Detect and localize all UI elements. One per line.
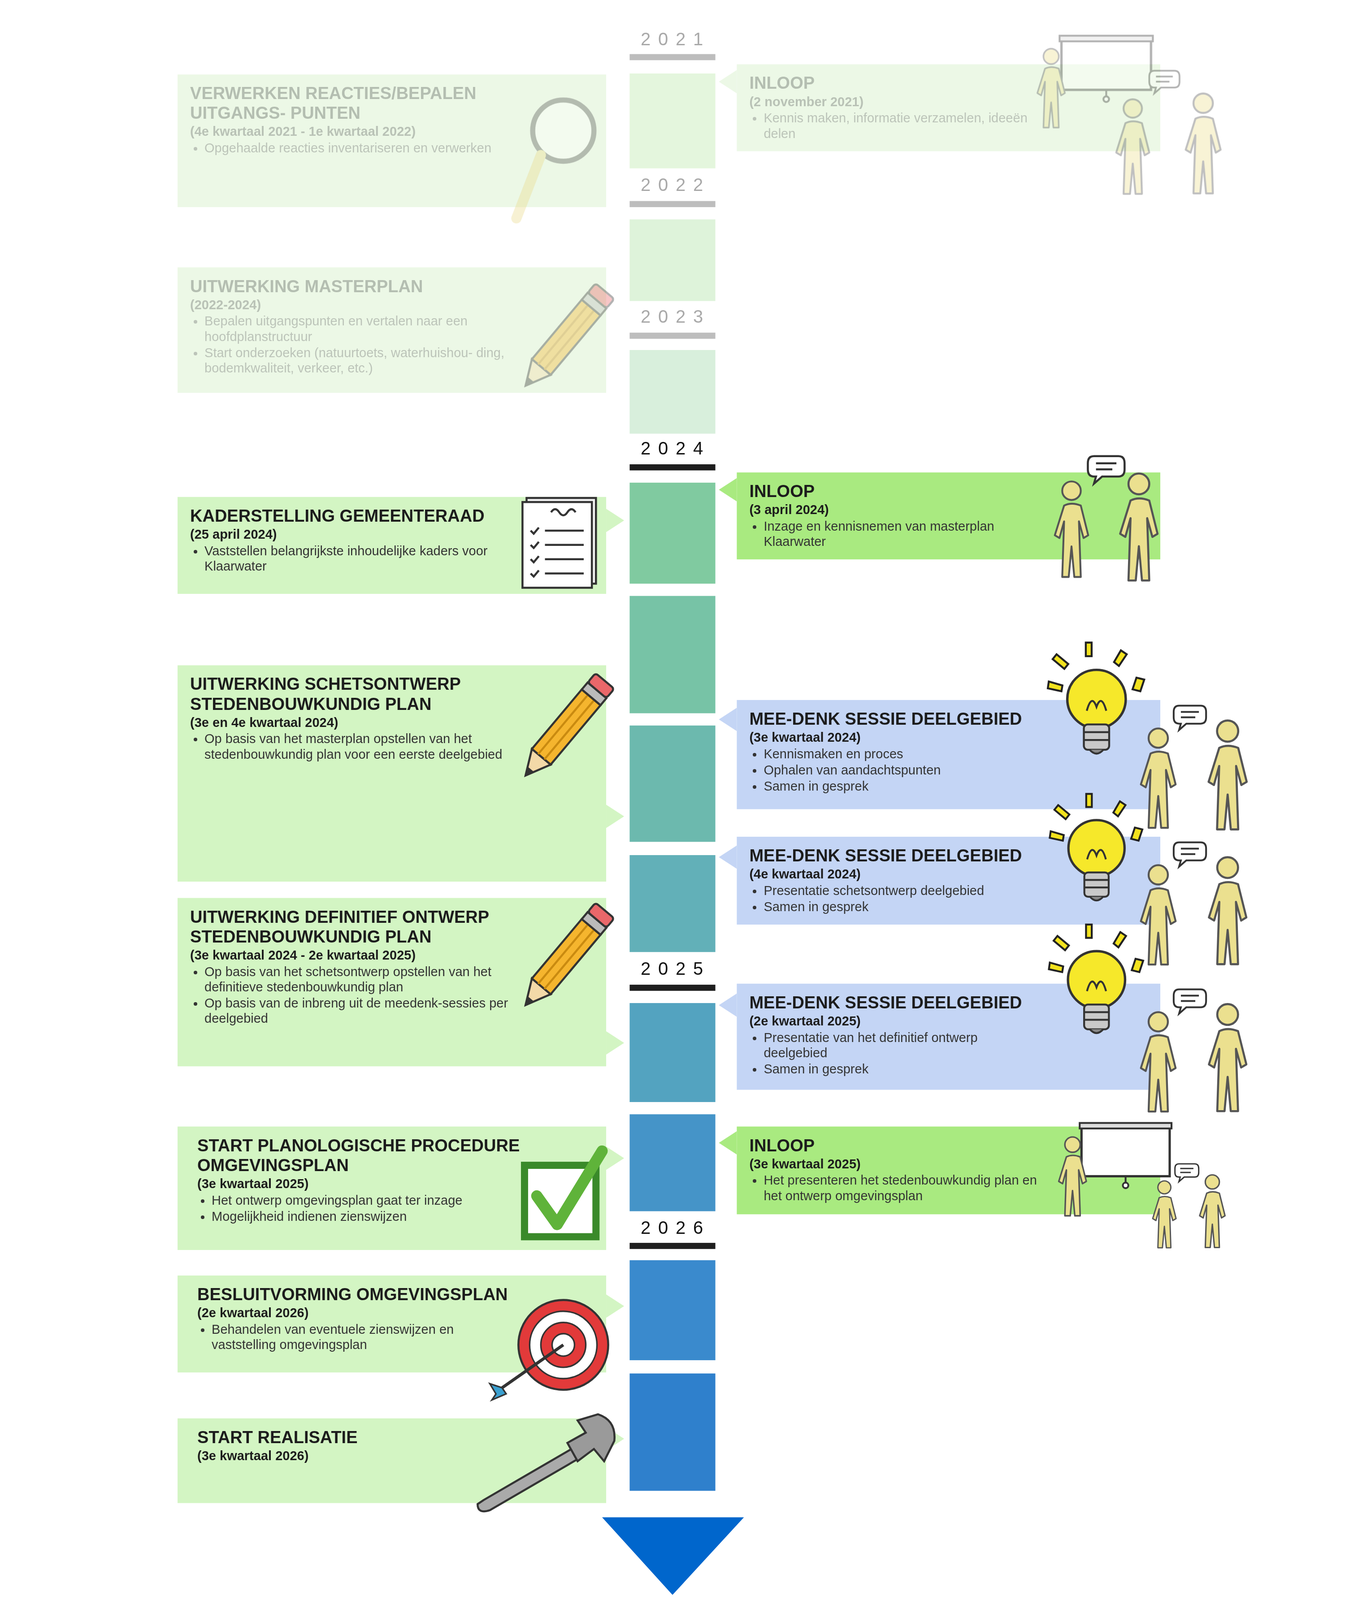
bullet-text: Ophalen van aandachtspunten xyxy=(749,762,1042,778)
box-tab xyxy=(718,846,737,870)
bullet-text: Start onderzoeken (natuurtoets, waterhui… xyxy=(190,345,511,376)
date: (3e kwartaal 2026) xyxy=(197,1448,504,1465)
bullet-text: Mogelijkheid indienen zienswijzen xyxy=(197,1209,518,1225)
heading: VERWERKEN REACTIES/BEPALEN UITGANGS- PUN… xyxy=(190,83,517,123)
box-tab xyxy=(718,993,737,1018)
heading: BESLUITVORMING OMGEVINGSPLAN xyxy=(197,1284,570,1305)
checkbox-icon xyxy=(524,1151,603,1237)
year-label: 2023 xyxy=(634,306,711,327)
date: (25 april 2024) xyxy=(190,526,515,543)
date: (2 november 2021) xyxy=(749,94,1017,110)
timeline xyxy=(602,54,744,1596)
idea-icons xyxy=(1047,642,1247,1112)
timeline-box: MEE-DENK SESSIE DEELGEBIED(3e kwartaal 2… xyxy=(736,700,1161,810)
bullet-text: Vaststellen belangrijkste inhoudelijke k… xyxy=(190,543,530,574)
bullet-text: Op basis van de inbreng uit de meedenk-s… xyxy=(190,995,530,1027)
box-tab xyxy=(606,804,625,829)
heading: INLOOP xyxy=(749,481,1046,502)
date: (3e en 4e kwartaal 2024) xyxy=(190,715,507,731)
date: (3e kwartaal 2024 - 2e kwartaal 2025) xyxy=(190,947,515,964)
wrench-icon xyxy=(477,1414,615,1513)
people-icon xyxy=(1054,456,1158,582)
timeline-box: MEE-DENK SESSIE DEELGEBIED(2e kwartaal 2… xyxy=(736,984,1161,1091)
heading: UITWERKING SCHETSONTWERP STEDENBOUWKUNDI… xyxy=(190,674,563,714)
box-fill xyxy=(177,665,607,882)
heading: MEE-DENK SESSIE DEELGEBIED xyxy=(749,846,1046,866)
bullet-text: Kennis maken, informatie verzamelen, ide… xyxy=(749,110,1031,141)
pencil-icons xyxy=(516,673,615,1014)
box-fill xyxy=(177,1418,607,1504)
timeline-box: UITWERKING SCHETSONTWERP STEDENBOUWKUNDI… xyxy=(177,665,607,882)
heading: INLOOP xyxy=(749,73,1035,93)
timeline-box: INLOOP(3 april 2024)Inzage en kennisneme… xyxy=(736,472,1161,560)
bullet-text: Presentatie van het definitief ontwerp d… xyxy=(749,1030,1042,1061)
heading: MEE-DENK SESSIE DEELGEBIED xyxy=(749,709,1046,729)
date: (2e kwartaal 2026) xyxy=(197,1305,471,1322)
date: (3e kwartaal 2025) xyxy=(197,1176,504,1193)
box-fill xyxy=(736,472,1161,560)
bullet-text: Op basis van het schetsontwerp opstellen… xyxy=(190,964,530,995)
box-tab xyxy=(606,508,625,533)
date: (3e kwartaal 2025) xyxy=(749,1156,1033,1173)
box-fill xyxy=(177,497,607,595)
bullet-text: Behandelen van eventuele zienswijzen en … xyxy=(197,1322,486,1353)
date: (4e kwartaal 2021 - 1e kwartaal 2022) xyxy=(190,123,507,140)
target-icon xyxy=(490,1300,609,1401)
timeline-box: BESLUITVORMING OMGEVINGSPLAN(2e kwartaal… xyxy=(177,1275,607,1373)
bullet-text: Presentatie schetsontwerp deelgebied xyxy=(749,883,1042,899)
box-tab xyxy=(718,69,737,94)
bullet-text: Bepalen uitgangspunten en vertalen naar … xyxy=(190,313,511,344)
date: (3 april 2024) xyxy=(749,502,1035,518)
bullet-text: Kennismaken en proces xyxy=(749,746,1042,762)
timeline-box: MEE-DENK SESSIE DEELGEBIED(4e kwartaal 2… xyxy=(736,837,1161,925)
heading: START PLANOLOGISCHE PROCEDURE OMGEVINGSP… xyxy=(197,1136,570,1176)
heading: INLOOP xyxy=(749,1136,1046,1156)
heading: UITWERKING DEFINITIEF ONTWERP STEDENBOUW… xyxy=(190,907,563,947)
box-tab xyxy=(606,1294,625,1319)
date: (4e kwartaal 2024) xyxy=(749,866,1027,883)
year-label: 2022 xyxy=(634,174,711,195)
heading: MEE-DENK SESSIE DEELGEBIED xyxy=(749,993,1046,1013)
year-label: 2025 xyxy=(634,958,711,979)
box-tab xyxy=(606,1031,625,1055)
box-tab xyxy=(718,478,737,502)
heading: START REALISATIE xyxy=(197,1427,570,1448)
date: (2022-2024) xyxy=(190,297,497,313)
checklist-icon xyxy=(522,498,596,588)
box-tab xyxy=(718,1131,737,1155)
timeline-box: UITWERKING DEFINITIEF ONTWERP STEDENBOUW… xyxy=(177,898,607,1068)
bullet-text: Samen in gesprek xyxy=(749,899,1042,915)
timeline-box: INLOOP(3e kwartaal 2025)Het presenteren … xyxy=(736,1127,1161,1215)
year-label: 2024 xyxy=(634,438,711,459)
bullet-text: Het presenteren het stedenbouwkundig pla… xyxy=(749,1172,1048,1204)
presentation-icon xyxy=(1058,1123,1226,1249)
timeline-box: UITWERKING MASTERPLAN(2022-2024)Bepalen … xyxy=(177,267,607,394)
timeline-box: START REALISATIE(3e kwartaal 2026) xyxy=(177,1418,607,1504)
timeline-box: START PLANOLOGISCHE PROCEDURE OMGEVINGSP… xyxy=(177,1127,607,1251)
date: (2e kwartaal 2025) xyxy=(749,1013,1027,1030)
box-tab xyxy=(718,707,737,732)
bullet-text: Opgehaalde reacties inventariseren en ve… xyxy=(190,140,521,156)
faded-icons xyxy=(516,35,1221,394)
bullet-text: Het ontwerp omgevingsplan gaat ter inzag… xyxy=(197,1193,518,1209)
timeline-box: KADERSTELLING GEMEENTERAAD(25 april 2024… xyxy=(177,497,607,595)
box-fill xyxy=(177,1127,607,1251)
heading: KADERSTELLING GEMEENTERAAD xyxy=(190,506,527,526)
bullet-text: Samen in gesprek xyxy=(749,1061,1042,1077)
bullet-text: Op basis van het masterplan opstellen va… xyxy=(190,731,521,762)
heading: UITWERKING MASTERPLAN xyxy=(190,276,578,297)
date: (3e kwartaal 2024) xyxy=(749,729,1027,746)
timeline-box: VERWERKEN REACTIES/BEPALEN UITGANGS- PUN… xyxy=(177,74,607,208)
bullet-text: Inzage en kennisnemen van masterplan Kla… xyxy=(749,518,1050,550)
box-tab xyxy=(606,1146,625,1171)
bullet-text: Samen in gesprek xyxy=(749,778,1042,794)
year-label: 2026 xyxy=(634,1218,711,1238)
box-fill xyxy=(177,74,607,208)
timeline-box: INLOOP(2 november 2021)Kennis maken, inf… xyxy=(736,64,1161,152)
year-label: 2021 xyxy=(634,29,711,49)
